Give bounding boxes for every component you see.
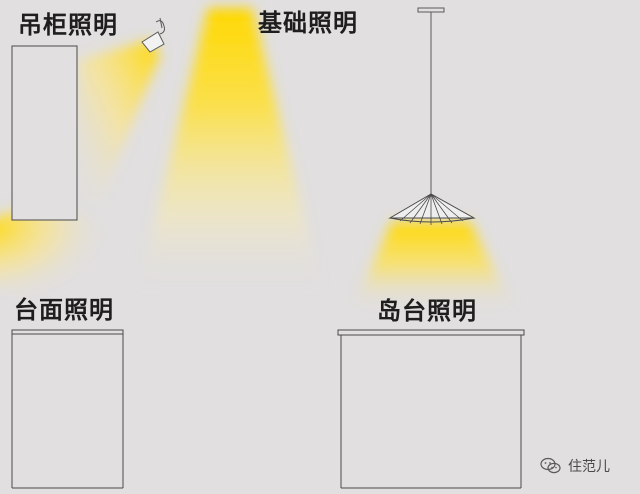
wechat-icon: [540, 457, 561, 474]
ambient-light-beam: [138, 8, 322, 290]
ambient-lighting-label: 基础照明: [258, 9, 358, 37]
base-cabinet: [11, 329, 124, 489]
cabinet-light-beam: [78, 40, 160, 210]
countertop-lighting-label: 台面照明: [14, 296, 114, 324]
island-cabinet: [337, 329, 525, 489]
watermark: 住范儿: [540, 456, 610, 476]
island-light-beam: [352, 222, 514, 310]
island-lighting-label: 岛台照明: [377, 297, 477, 325]
countertop-light-glow: [0, 208, 110, 296]
wall-cabinet: [11, 45, 78, 221]
cabinet-spotlight-icon: [141, 17, 165, 53]
cabinet-lighting-label: 吊柜照明: [18, 11, 118, 39]
pendant-lamp-icon: [388, 7, 476, 225]
watermark-text: 住范儿: [568, 459, 610, 475]
